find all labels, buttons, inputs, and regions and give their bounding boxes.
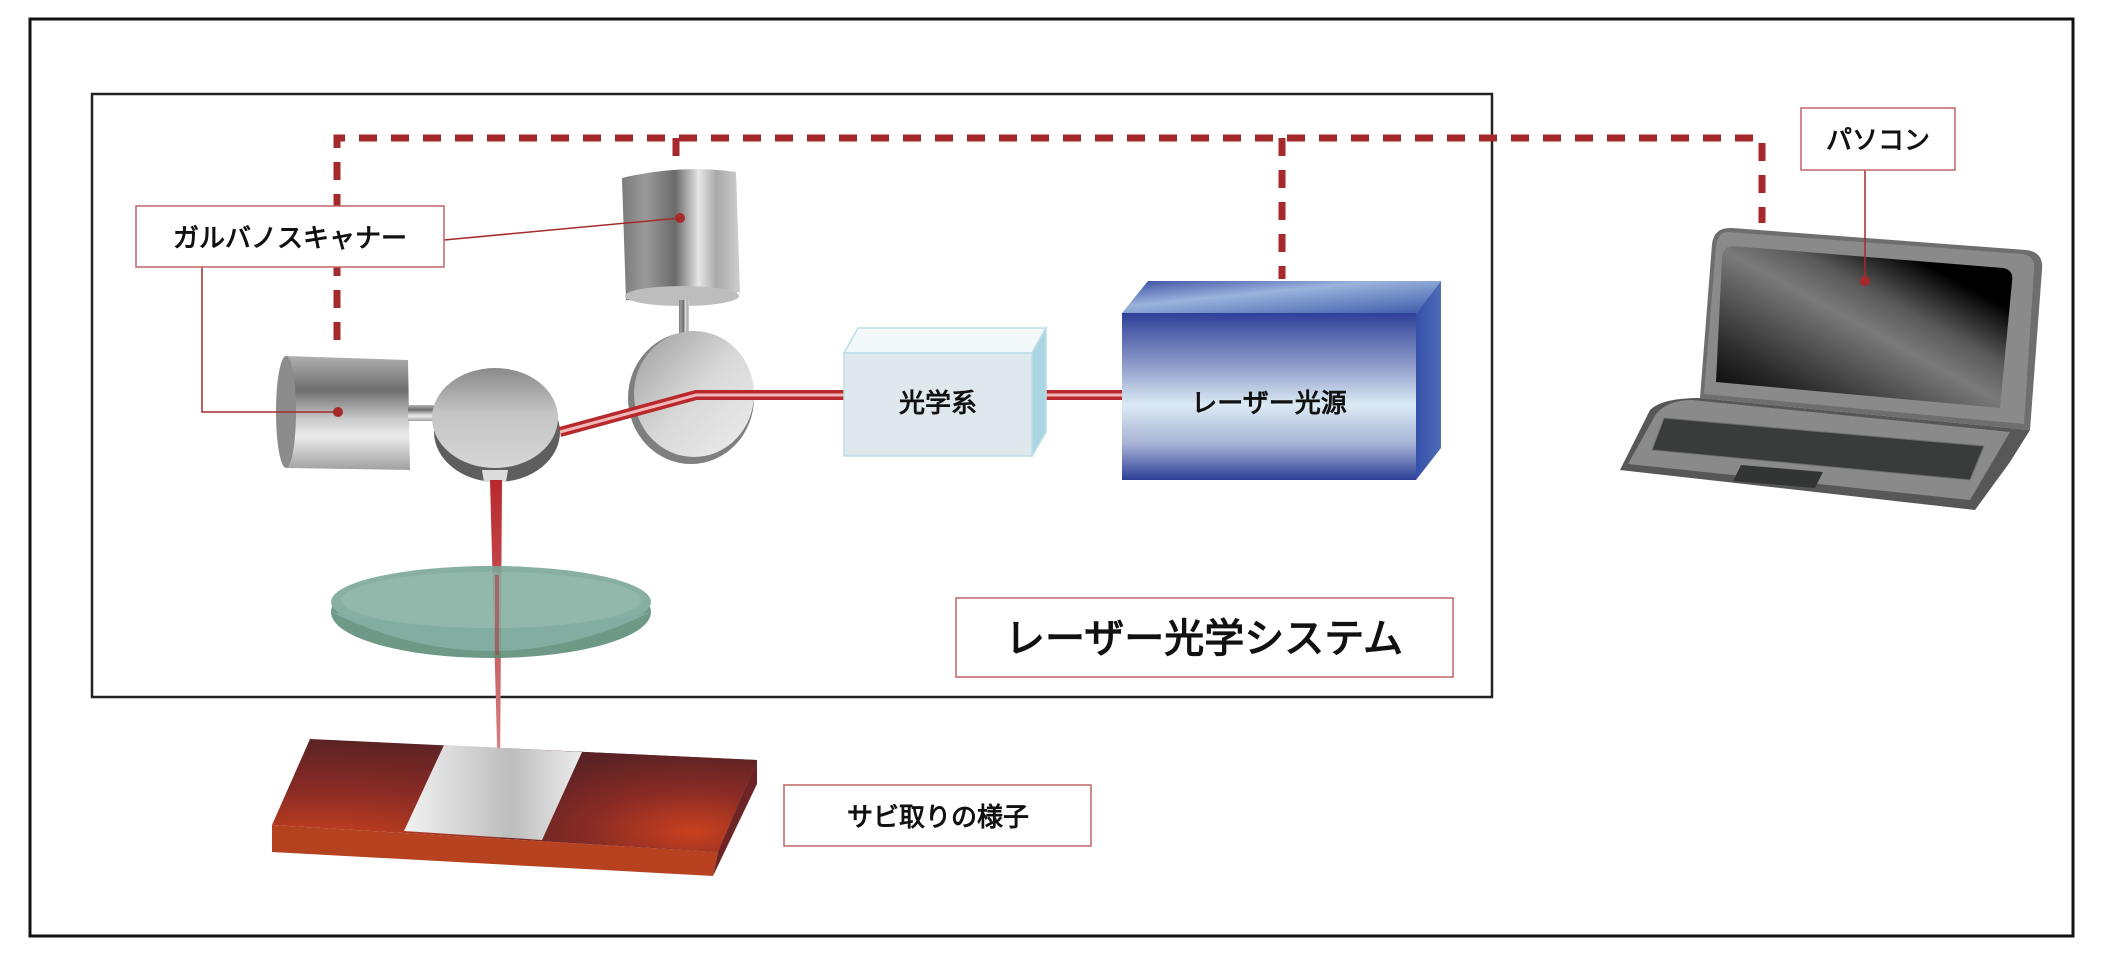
rust-removal-label-box: [783, 784, 1092, 847]
pc-callout: [1800, 107, 1956, 286]
laser-source-label: レーザー光源: [1191, 389, 1346, 419]
optics-label: 光学系: [898, 388, 977, 419]
laser-source-icon: [1122, 281, 1441, 480]
system-label-box: [955, 597, 1454, 678]
galvano-scanner-callout: [135, 205, 685, 417]
focusing-lens-icon: [331, 566, 651, 658]
laptop-icon: [1620, 227, 2043, 510]
pc-label: パソコン: [1826, 126, 1930, 156]
galvano-motor-left-icon: [276, 356, 434, 470]
optics-module-icon: [842, 325, 1048, 459]
galvano-motor-upper-icon: [622, 169, 740, 334]
laser-optical-system-box: [90, 92, 1494, 699]
system-label: レーザー光学システム: [1005, 616, 1403, 662]
rusted-plate-icon: [272, 739, 757, 876]
galvano-scanner-label: ガルバノスキャナー: [173, 224, 407, 254]
scan-mirror-left-icon: [432, 368, 560, 482]
rust-removal-label: サビ取りの様子: [847, 802, 1029, 833]
